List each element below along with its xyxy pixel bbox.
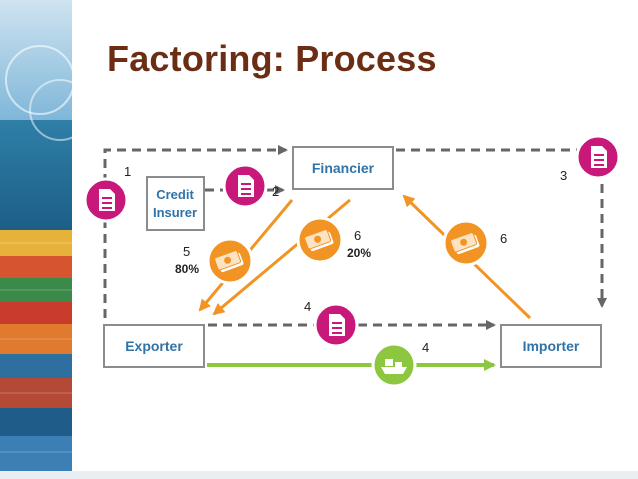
node-financier: Financier — [292, 146, 394, 190]
node-credit-insurer: Credit Insurer — [146, 176, 205, 231]
step-6-right-label: 6 — [500, 231, 507, 246]
step-6-mid-percent: 20% — [347, 246, 371, 260]
document-icon — [313, 302, 359, 348]
exporter-label: Exporter — [125, 338, 183, 354]
flow-1-exporter-to-financier — [103, 145, 288, 318]
document-icon — [83, 177, 129, 223]
slide-bottom-bar — [0, 471, 638, 479]
document-icon — [222, 163, 268, 209]
cargo-ship-icon — [371, 342, 417, 388]
step-1-label: 1 — [124, 164, 131, 179]
node-exporter: Exporter — [103, 324, 205, 368]
slide-title: Factoring: Process — [107, 38, 437, 79]
node-importer: Importer — [500, 324, 602, 368]
step-5-label: 5 — [183, 244, 190, 259]
step-6-mid-label: 6 — [354, 228, 361, 243]
money-bill-icon — [206, 237, 254, 285]
credit-insurer-label-line2: Insurer — [153, 205, 197, 220]
financier-label: Financier — [312, 160, 375, 176]
side-photo-ports — [0, 0, 72, 479]
flow-3-financier-to-importer — [396, 148, 607, 308]
importer-label: Importer — [523, 338, 580, 354]
money-bill-icon — [296, 216, 344, 264]
step-3-label: 3 — [560, 168, 567, 183]
credit-insurer-label-line1: Credit — [156, 187, 194, 202]
document-icon — [575, 134, 621, 180]
step-2-label: 2 — [272, 184, 279, 199]
step-4-ship-label: 4 — [422, 340, 429, 355]
step-5-percent: 80% — [175, 262, 199, 276]
step-4-doc-label: 4 — [304, 299, 311, 314]
money-bill-icon — [442, 219, 490, 267]
